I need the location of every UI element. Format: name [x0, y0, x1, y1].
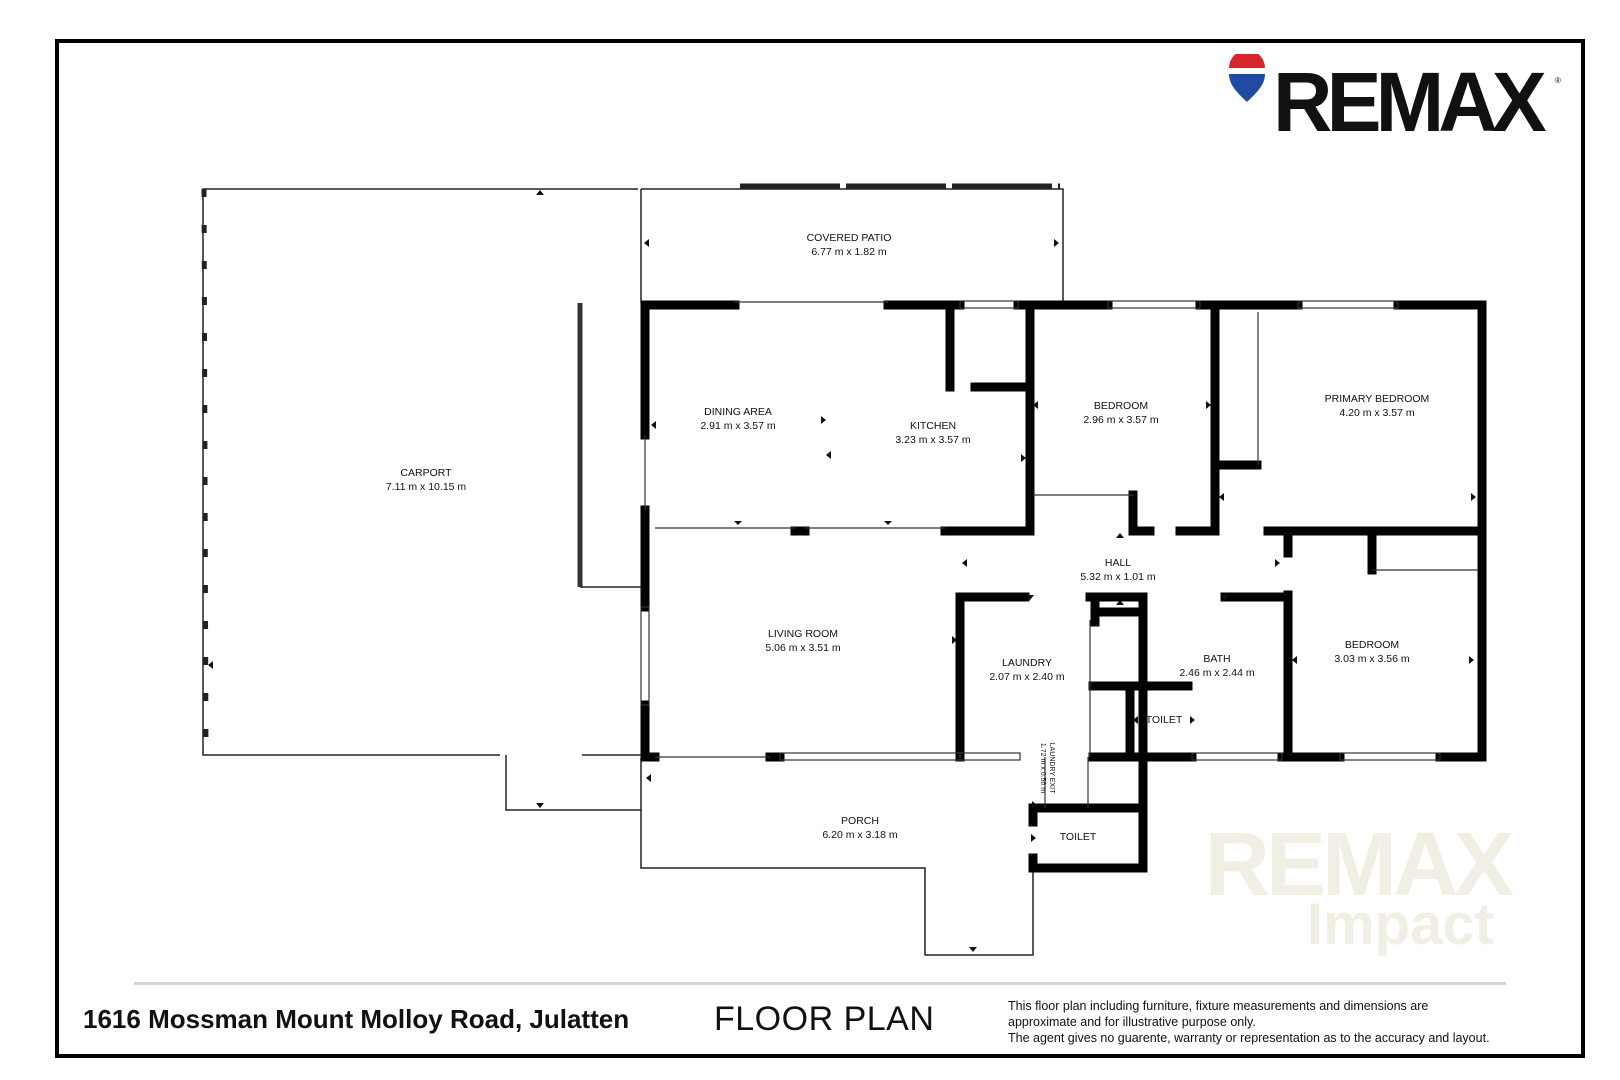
room-dims-bath: 2.46 m x 2.44 m: [1179, 667, 1255, 679]
room-name-hall: HALL: [1105, 557, 1131, 569]
room-name-laundry-exit: LAUNDRY EXIT: [1048, 743, 1055, 794]
room-name-porch: PORCH: [841, 815, 879, 827]
room-name-laundry: LAUNDRY: [1002, 657, 1052, 669]
room-dims-carport: 7.11 m x 10.15 m: [386, 481, 467, 493]
room-name-toilet-2: TOILET: [1060, 831, 1097, 843]
room-dims-bedroom-2: 3.03 m x 3.56 m: [1334, 653, 1410, 665]
room-name-bedroom-2: BEDROOM: [1345, 639, 1399, 651]
room-name-covered-patio: COVERED PATIO: [807, 232, 892, 244]
disclaimer-line: This floor plan including furniture, fix…: [1008, 999, 1429, 1013]
room-name-kitchen: KITCHEN: [910, 420, 956, 432]
disclaimer: This floor plan including furniture, fix…: [1008, 998, 1490, 1046]
house-walls: [640, 300, 1487, 873]
laundry-exit-label: LAUNDRY EXIT 1.72 m x 0.56 m: [1039, 743, 1055, 794]
logo-wordmark: REMAX: [1273, 55, 1547, 149]
carport-outline: [202, 188, 638, 756]
registered-mark: ®: [1555, 76, 1561, 85]
remax-logo: REMAX ®: [1225, 50, 1565, 150]
room-dims-living-room: 5.06 m x 3.51 m: [765, 642, 841, 654]
watermark: REMAX Impact: [1205, 815, 1514, 957]
room-name-living-room: LIVING ROOM: [768, 628, 838, 640]
disclaimer-line: The agent gives no guarente, warranty or…: [1008, 1031, 1490, 1045]
room-dims-hall: 5.32 m x 1.01 m: [1080, 571, 1156, 583]
outdoor-structures: [201, 183, 1064, 956]
room-dims-kitchen: 3.23 m x 3.57 m: [895, 434, 971, 446]
room-name-bedroom-1: BEDROOM: [1094, 400, 1148, 412]
disclaimer-line: approximate and for illustrative purpose…: [1008, 1015, 1256, 1029]
room-dims-dining-area: 2.91 m x 3.57 m: [700, 420, 776, 432]
watermark-brand: REMAX: [1205, 815, 1514, 915]
windows: [640, 300, 1478, 808]
room-name-bath: BATH: [1203, 653, 1230, 665]
room-dims-covered-patio: 6.77 m x 1.82 m: [811, 246, 887, 258]
porch-outline: [640, 758, 1034, 956]
room-name-primary-bedroom: PRIMARY BEDROOM: [1325, 393, 1430, 405]
footer-divider: [134, 982, 1506, 985]
room-name-dining-area: DINING AREA: [704, 406, 772, 418]
room-dims-porch: 6.20 m x 3.18 m: [822, 829, 898, 841]
opening-markers: [208, 190, 1476, 952]
balloon-icon: [1229, 54, 1265, 102]
room-dims-laundry: 2.07 m x 2.40 m: [989, 671, 1065, 683]
room-dims-laundry-exit: 1.72 m x 0.56 m: [1039, 743, 1046, 793]
covered-patio-outline: [641, 188, 1064, 303]
room-name-carport: CARPORT: [400, 467, 452, 479]
property-address: 1616 Mossman Mount Molloy Road, Julatten: [83, 1004, 630, 1034]
page-frame: [55, 39, 1585, 1058]
room-labels: COVERED PATIO 6.77 m x 1.82 m CARPORT 7.…: [386, 232, 1430, 843]
room-dims-primary-bedroom: 4.20 m x 3.57 m: [1339, 407, 1415, 419]
floor-plan-title: FLOOR PLAN: [714, 1000, 935, 1038]
watermark-office: Impact: [1307, 892, 1494, 957]
room-dims-bedroom-1: 2.96 m x 3.57 m: [1083, 414, 1159, 426]
room-name-toilet-1: TOILET: [1146, 714, 1183, 726]
